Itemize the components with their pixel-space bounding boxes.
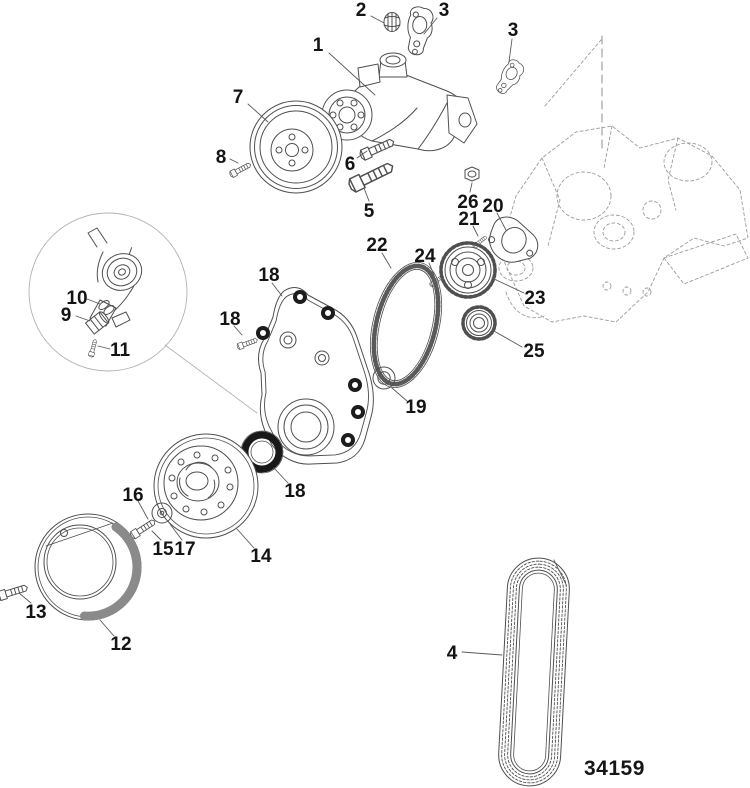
callout-17: 17 (174, 539, 195, 560)
callout-16: 16 (122, 485, 143, 506)
callout-leader-2 (370, 15, 385, 24)
figure-number: 34159 (584, 757, 645, 780)
washer-drawing-17 (151, 502, 173, 524)
callout-leader-19 (391, 387, 408, 402)
callout-leader-24 (428, 262, 435, 276)
callout-leader-17 (169, 523, 183, 541)
timing-cover-drawing (256, 287, 374, 465)
callout-3: 3 (508, 20, 519, 41)
callout-2: 2 (356, 0, 367, 21)
callout-leader-22 (381, 252, 392, 269)
callout-18: 18 (258, 265, 279, 286)
callout-leader-25 (493, 330, 523, 348)
callout-leader-13 (18, 592, 32, 604)
callout-leader-3 (508, 38, 513, 63)
crank-sprocket-drawing (461, 305, 497, 341)
callout-leader-23 (491, 277, 525, 294)
callout-13: 13 (25, 602, 46, 623)
callout-leader-18 (271, 282, 283, 297)
callout-4: 4 (447, 643, 458, 664)
callout-leader-11 (97, 345, 111, 350)
bolt-drawing-13 (0, 582, 30, 602)
callout-25: 25 (523, 341, 545, 362)
callout-leader-16 (137, 500, 149, 520)
detail-balloon-leader (164, 344, 258, 414)
callout-leader-12 (99, 619, 115, 637)
callout-15: 15 (152, 539, 174, 560)
serpentine-belt-drawing (498, 557, 570, 787)
callout-leader-5 (363, 187, 370, 202)
timing-chain-drawing (370, 261, 442, 389)
callout-14: 14 (250, 546, 272, 567)
callout-leader-26 (469, 182, 473, 193)
callout-leader-14 (236, 528, 255, 549)
cam-sprocket-drawing (439, 241, 497, 299)
nut-drawing-26 (464, 166, 480, 182)
callout-12: 12 (110, 634, 131, 655)
callout-20: 20 (482, 196, 503, 217)
callout-9: 9 (61, 305, 72, 326)
callout-leader-8 (229, 158, 239, 164)
callout-26: 26 (457, 192, 478, 213)
callout-19: 19 (405, 397, 426, 418)
callout-24: 24 (414, 246, 436, 267)
callout-22: 22 (366, 235, 387, 256)
callout-6: 6 (345, 154, 356, 175)
callout-21: 21 (458, 209, 480, 230)
callout-1: 1 (313, 35, 324, 56)
callout-leader-10 (86, 298, 101, 305)
callout-18: 18 (219, 309, 240, 330)
callout-18: 18 (284, 481, 305, 502)
screw-drawing-8 (228, 160, 253, 179)
callout-leader-20 (496, 212, 507, 231)
callout-leader-15 (151, 530, 162, 541)
bolt-drawing-18 (236, 336, 259, 351)
detail-balloon-circle (28, 212, 188, 372)
gasket-plate-drawing (488, 216, 539, 263)
callout-leader-6 (356, 150, 368, 159)
callout-10: 10 (66, 288, 87, 309)
callout-leader-18 (233, 325, 243, 336)
callout-3: 3 (439, 0, 450, 21)
bolt-drawing-15 (128, 517, 158, 541)
callout-leader-21 (472, 225, 479, 237)
detail-view-tensioner (85, 227, 143, 335)
water-pump-pulley-drawing (249, 100, 343, 194)
callout-leader-7 (247, 103, 269, 123)
callout-7: 7 (233, 87, 244, 108)
seal-drawing-19 (372, 366, 396, 390)
callout-leader-4 (461, 651, 503, 656)
engine-block-phantom-drawing (498, 35, 749, 323)
gasket-drawing (492, 56, 528, 99)
callout-8: 8 (216, 147, 227, 168)
plug-drawing (383, 12, 401, 32)
bolt-drawing-11 (87, 338, 99, 358)
callout-leader-9 (75, 315, 91, 322)
callout-11: 11 (110, 340, 131, 361)
callout-leader-3 (423, 17, 438, 35)
crank-pulley-drawing (34, 513, 142, 621)
harmonic-balancer-drawing (153, 433, 259, 539)
callout-5: 5 (364, 201, 375, 222)
gasket-drawing (404, 5, 435, 57)
callout-leader-1 (328, 52, 376, 96)
callout-23: 23 (524, 288, 545, 309)
callout-leader-18 (273, 467, 289, 484)
